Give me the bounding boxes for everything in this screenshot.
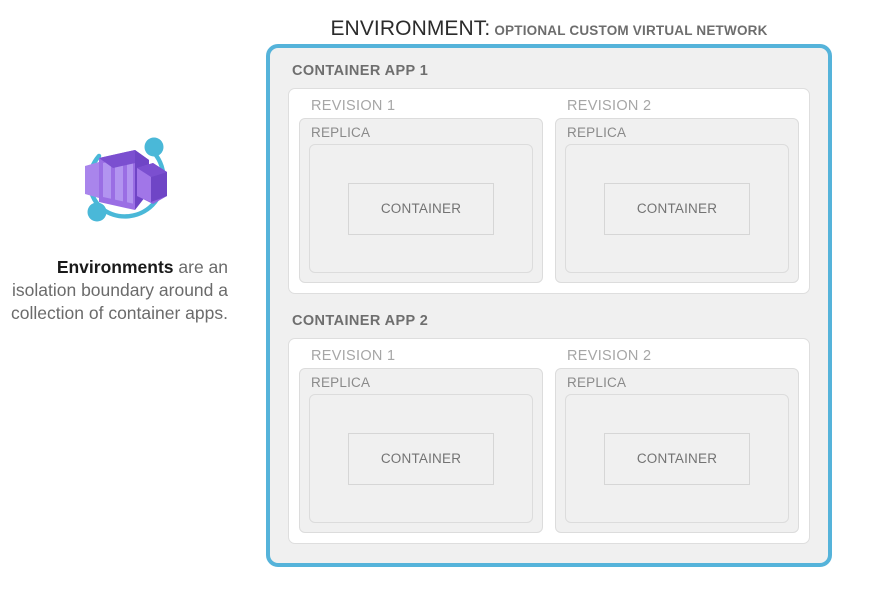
environment-title-main: ENVIRONMENT: (330, 17, 491, 40)
caption-bold-lead: Environments (56, 257, 174, 277)
environment-title: ENVIRONMENT:OPTIONAL CUSTOM VIRTUAL NETW… (266, 17, 832, 41)
app-2-revision-2-replica: REPLICA CONTAINER (555, 368, 799, 533)
container-app-1-label: CONTAINER APP 1 (292, 63, 429, 79)
container-app-2-revisions: REVISION 1 REPLICA CONTAINER REVISION 2 … (288, 338, 810, 544)
app-1-revision-1-label: REVISION 1 (311, 98, 396, 114)
app-2-revision-2-replica-label: REPLICA (567, 375, 627, 390)
app-2-revision-2-label: REVISION 2 (567, 348, 652, 364)
app-1-revision-2-replica-inner: CONTAINER (565, 144, 789, 273)
environment-boundary: CONTAINER APP 1 REVISION 1 REPLICA CONTA… (266, 44, 832, 567)
app-2-revision-1-container: CONTAINER (348, 432, 494, 485)
app-1-revision-2-container: CONTAINER (604, 182, 750, 235)
app-2-revision-1-label: REVISION 1 (311, 348, 396, 364)
app-1-revision-2: REVISION 2 REPLICA CONTAINER (555, 98, 799, 283)
app-2-revision-1-replica: REPLICA CONTAINER (299, 368, 543, 533)
app-1-revision-1-replica: REPLICA CONTAINER (299, 118, 543, 283)
app-1-revision-2-replica: REPLICA CONTAINER (555, 118, 799, 283)
app-1-revision-1-container: CONTAINER (348, 182, 494, 235)
app-2-revision-1-replica-inner: CONTAINER (309, 394, 533, 523)
caption-rest: are an isolation boundary around a colle… (11, 257, 228, 324)
app-2-revision-2: REVISION 2 REPLICA CONTAINER (555, 348, 799, 533)
description-panel: Environments are an isolation boundary a… (0, 130, 250, 325)
container-app-1-revisions: REVISION 1 REPLICA CONTAINER REVISION 2 … (288, 88, 810, 294)
app-1-revision-2-label: REVISION 2 (567, 98, 652, 114)
app-2-revision-1-replica-label: REPLICA (311, 375, 371, 390)
app-1-revision-1-replica-label: REPLICA (311, 125, 371, 140)
app-1-revision-1-replica-inner: CONTAINER (309, 144, 533, 273)
container-app-2: CONTAINER APP 2 REVISION 1 REPLICA CONTA… (280, 308, 818, 550)
azure-container-apps-icon (85, 137, 167, 222)
app-2-revision-1: REVISION 1 REPLICA CONTAINER (299, 348, 543, 533)
app-2-revision-2-replica-inner: CONTAINER (565, 394, 789, 523)
environment-title-sub: OPTIONAL CUSTOM VIRTUAL NETWORK (494, 23, 768, 38)
container-app-1: CONTAINER APP 1 REVISION 1 REPLICA CONTA… (280, 58, 818, 300)
app-2-revision-2-container: CONTAINER (604, 432, 750, 485)
app-1-revision-2-replica-label: REPLICA (567, 125, 627, 140)
caption-text: Environments are an isolation boundary a… (0, 256, 250, 325)
app-1-revision-1: REVISION 1 REPLICA CONTAINER (299, 98, 543, 283)
container-app-2-label: CONTAINER APP 2 (292, 313, 429, 329)
